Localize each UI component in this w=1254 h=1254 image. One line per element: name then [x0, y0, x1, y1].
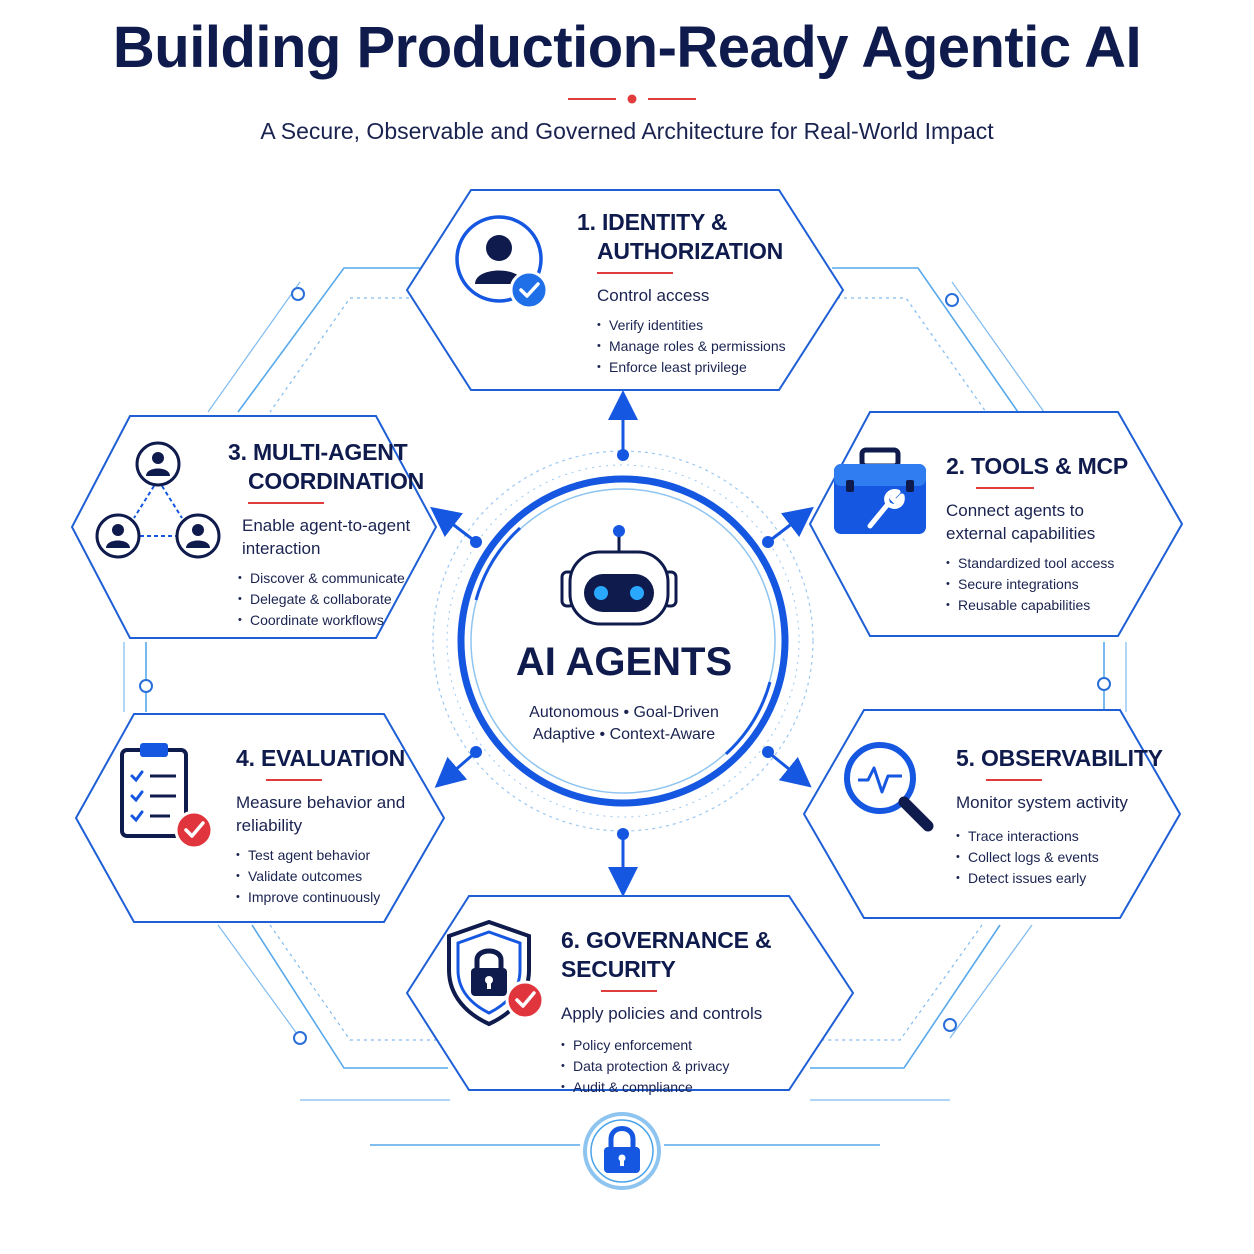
card-observability-title: 5. OBSERVABILITY — [956, 745, 1163, 771]
hub-tagline-2: Adaptive • Context-Aware — [532, 726, 716, 743]
title-underline — [597, 272, 673, 274]
card-coordination-title: 3. MULTI-AGENT COORDINATION — [228, 439, 425, 494]
list-item: Improve continuously — [236, 887, 405, 908]
card-governance-title: 6. GOVERNANCE & SECURITY — [561, 927, 772, 982]
shield-lock-icon — [447, 919, 545, 1027]
card-coordination-bullets: Discover & communicate Delegate & collab… — [238, 568, 424, 631]
title-underline — [266, 779, 322, 781]
card-identity-bullets: Verify identities Manage roles & permiss… — [597, 315, 786, 378]
list-item: Collect logs & events — [956, 847, 1163, 868]
card-evaluation-title: 4. EVALUATION — [236, 745, 406, 771]
card-identity-authorization: 1. IDENTITY & AUTHORIZATION Control acce… — [403, 186, 847, 394]
card-evaluation-bullets: Test agent behavior Validate outcomes Im… — [236, 845, 405, 908]
card-observability-bullets: Trace interactions Collect logs & events… — [956, 826, 1163, 889]
list-item: Detect issues early — [956, 868, 1163, 889]
page-subtitle: A Secure, Observable and Governed Archit… — [260, 118, 994, 144]
hub-title: AI AGENTS — [515, 640, 733, 684]
list-item: Audit & compliance — [561, 1077, 857, 1098]
list-item: Secure integrations — [946, 574, 1128, 595]
card-governance-security: 6. GOVERNANCE & SECURITY Apply policies … — [403, 892, 857, 1098]
title-divider — [568, 94, 696, 104]
card-tools-bullets: Standardized tool access Secure integrat… — [946, 553, 1128, 616]
user-check-icon — [455, 215, 549, 310]
clipboard-check-icon — [120, 743, 214, 850]
magnifier-pulse-icon — [844, 742, 934, 832]
list-item: Reusable capabilities — [946, 595, 1128, 616]
list-item: Delegate & collaborate — [238, 589, 424, 610]
title-underline — [248, 502, 324, 504]
card-governance-lead: Apply policies and controls — [561, 1004, 763, 1023]
card-governance-bullets: Policy enforcement Data protection & pri… — [561, 1035, 857, 1098]
list-item: Data protection & privacy — [561, 1056, 857, 1077]
title-underline — [986, 779, 1042, 781]
title-underline — [976, 487, 1034, 489]
card-multi-agent-coordination: 3. MULTI-AGENT COORDINATION Enable agent… — [68, 412, 440, 642]
agent-network-icon — [95, 441, 221, 559]
list-item: Standardized tool access — [946, 553, 1128, 574]
list-item: Trace interactions — [956, 826, 1163, 847]
card-tools-title: 2. TOOLS & MCP — [946, 453, 1129, 479]
list-item: Discover & communicate — [238, 568, 424, 589]
card-observability: 5. OBSERVABILITY Monitor system activity… — [800, 706, 1184, 922]
list-item: Manage roles & permissions — [597, 336, 786, 357]
card-identity-lead: Control access — [597, 286, 710, 305]
card-observability-lead: Monitor system activity — [956, 793, 1128, 812]
title-underline — [601, 990, 657, 992]
hub-tagline-1: Autonomous • Goal-Driven — [529, 704, 719, 721]
list-item: Verify identities — [597, 315, 786, 336]
list-item: Test agent behavior — [236, 845, 405, 866]
page-title: Building Production-Ready Agentic AI — [112, 15, 1142, 80]
list-item: Validate outcomes — [236, 866, 405, 887]
list-item: Coordinate workflows — [238, 610, 424, 631]
list-item: Policy enforcement — [561, 1035, 857, 1056]
list-item: Enforce least privilege — [597, 357, 786, 378]
card-identity-title: 1. IDENTITY & AUTHORIZATION — [577, 209, 784, 264]
toolbox-icon — [834, 447, 926, 534]
